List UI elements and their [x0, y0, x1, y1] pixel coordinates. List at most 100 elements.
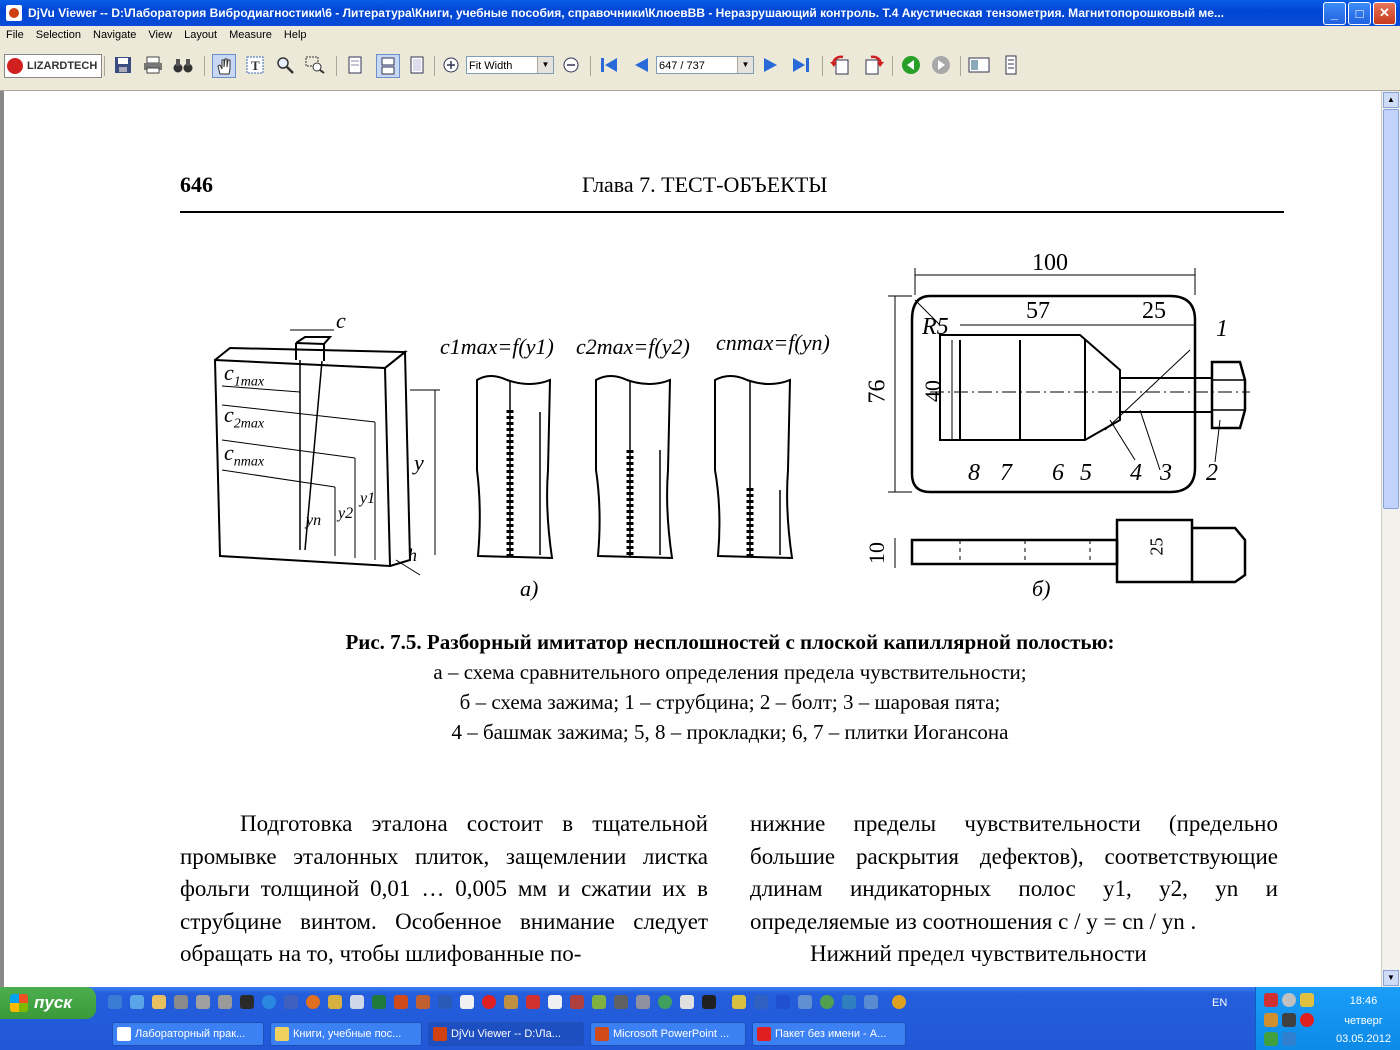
zoom-magnifier-icon[interactable]: [274, 54, 296, 76]
tray-icon[interactable]: [1282, 993, 1296, 1007]
single-page-icon[interactable]: [344, 54, 366, 76]
maximize-button[interactable]: □: [1348, 1, 1371, 25]
tray-icon[interactable]: [1264, 1032, 1278, 1046]
quicklaunch-icon[interactable]: [614, 995, 628, 1009]
quicklaunch-icon[interactable]: [732, 995, 746, 1009]
chrome-icon[interactable]: [892, 995, 906, 1009]
menu-help[interactable]: Help: [283, 29, 307, 41]
quicklaunch-icon[interactable]: [240, 995, 254, 1009]
quicklaunch-icon[interactable]: [842, 995, 856, 1009]
task-button-powerpoint[interactable]: Microsoft PowerPoint ...: [590, 1022, 746, 1046]
document-view[interactable]: [0, 91, 1381, 987]
page-number-select[interactable]: 647 / 737▼: [656, 56, 754, 74]
print-icon[interactable]: [142, 54, 164, 76]
firefox-icon[interactable]: [306, 995, 320, 1009]
menu-file[interactable]: File: [6, 29, 24, 41]
ie-icon[interactable]: [262, 995, 276, 1009]
task-button-word[interactable]: Лабораторный прак...: [112, 1022, 264, 1046]
scrollbar-thumb[interactable]: [1383, 109, 1399, 509]
menu-view[interactable]: View: [148, 29, 173, 41]
quicklaunch-icon[interactable]: [680, 995, 694, 1009]
forward-icon[interactable]: [930, 54, 952, 76]
rotate-right-icon[interactable]: [862, 54, 884, 76]
quicklaunch-icon[interactable]: [196, 995, 210, 1009]
quicklaunch-icon[interactable]: [108, 995, 122, 1009]
quicklaunch-icon[interactable]: [350, 995, 364, 1009]
zoom-out-icon[interactable]: [560, 54, 582, 76]
facing-pages-icon[interactable]: [406, 54, 428, 76]
quicklaunch-icon[interactable]: [570, 995, 584, 1009]
first-page-icon[interactable]: [598, 54, 620, 76]
quicklaunch-icon[interactable]: [702, 995, 716, 1009]
next-page-icon[interactable]: [760, 54, 782, 76]
menu-navigate[interactable]: Navigate: [93, 29, 137, 41]
quicklaunch-icon[interactable]: [328, 995, 342, 1009]
toolbar: LIZARDTECH T Fit Width▼ 647 / 737▼: [0, 44, 1400, 91]
rotate-left-icon[interactable]: [830, 54, 852, 76]
quicklaunch-icon[interactable]: [864, 995, 878, 1009]
quicklaunch-icon[interactable]: [776, 995, 790, 1009]
menu-measure[interactable]: Measure: [229, 29, 272, 41]
quicklaunch-icon[interactable]: [152, 995, 166, 1009]
lizardtech-logo[interactable]: LIZARDTECH: [4, 54, 102, 78]
vertical-scrollbar[interactable]: ▲ ▼: [1381, 91, 1400, 987]
task-button-explorer[interactable]: Книги, учебные пос...: [270, 1022, 422, 1046]
quicklaunch-icon[interactable]: [284, 995, 298, 1009]
quicklaunch-icon[interactable]: [130, 995, 144, 1009]
zoom-select[interactable]: Fit Width▼: [466, 56, 554, 74]
continuous-page-icon[interactable]: [376, 54, 400, 78]
page-info-icon[interactable]: [1000, 54, 1022, 76]
save-icon[interactable]: [112, 54, 134, 76]
text-select-icon[interactable]: T: [244, 54, 266, 76]
quicklaunch-icon[interactable]: [416, 995, 430, 1009]
tray-icon[interactable]: [1264, 993, 1278, 1007]
tray-icon[interactable]: [1264, 1013, 1278, 1027]
task-button-djvu[interactable]: DjVu Viewer -- D:\Ла...: [428, 1022, 584, 1046]
word-icon: [117, 1027, 131, 1041]
close-button[interactable]: ✕: [1373, 1, 1396, 25]
zoom-in-icon[interactable]: [440, 54, 462, 76]
excel-icon[interactable]: [372, 995, 386, 1009]
scroll-down-button[interactable]: ▼: [1383, 970, 1399, 986]
last-page-icon[interactable]: [790, 54, 812, 76]
powerpoint-icon[interactable]: [394, 995, 408, 1009]
quicklaunch-icon[interactable]: [658, 995, 672, 1009]
menu-layout[interactable]: Layout: [184, 29, 218, 41]
quicklaunch-icon[interactable]: [504, 995, 518, 1009]
tray-icon[interactable]: [1300, 993, 1314, 1007]
back-icon[interactable]: [900, 54, 922, 76]
thumbnails-icon[interactable]: [968, 54, 990, 76]
title-bar[interactable]: DjVu Viewer -- D:\Лаборатория Вибродиагн…: [0, 0, 1400, 26]
quicklaunch-icon[interactable]: [548, 995, 562, 1009]
quicklaunch-icon[interactable]: [218, 995, 232, 1009]
quicklaunch-icon[interactable]: [754, 995, 768, 1009]
task-button-package[interactable]: Пакет без имени - А...: [752, 1022, 906, 1046]
quicklaunch-icon[interactable]: [592, 995, 606, 1009]
tray-icon[interactable]: [1282, 1032, 1296, 1046]
hand-tool-icon[interactable]: [212, 54, 236, 78]
clock-time[interactable]: 18:46: [1349, 995, 1378, 1007]
zoom-rect-icon[interactable]: [304, 54, 326, 76]
quicklaunch-icon[interactable]: [798, 995, 812, 1009]
folder-icon: [275, 1027, 289, 1041]
quicklaunch-icon[interactable]: [174, 995, 188, 1009]
minimize-button[interactable]: _: [1323, 1, 1346, 25]
find-binoculars-icon[interactable]: [172, 54, 194, 76]
quicklaunch-icon[interactable]: [460, 995, 474, 1009]
chevron-down-icon[interactable]: ▼: [537, 57, 553, 73]
start-button[interactable]: пуск: [0, 987, 96, 1019]
tray-icon[interactable]: [1300, 1013, 1314, 1027]
quicklaunch-icon[interactable]: [636, 995, 650, 1009]
chevron-down-icon[interactable]: ▼: [737, 57, 753, 73]
djvu-app-icon: [433, 1027, 447, 1041]
previous-page-icon[interactable]: [630, 54, 652, 76]
menu-selection[interactable]: Selection: [35, 29, 81, 41]
word-icon[interactable]: [438, 995, 452, 1009]
header-rule: [180, 211, 1284, 213]
quicklaunch-icon[interactable]: [526, 995, 540, 1009]
quicklaunch-icon[interactable]: [820, 995, 834, 1009]
scroll-up-button[interactable]: ▲: [1383, 92, 1399, 108]
language-indicator[interactable]: EN: [1212, 997, 1228, 1009]
quicklaunch-icon[interactable]: [482, 995, 496, 1009]
tray-icon[interactable]: [1282, 1013, 1296, 1027]
